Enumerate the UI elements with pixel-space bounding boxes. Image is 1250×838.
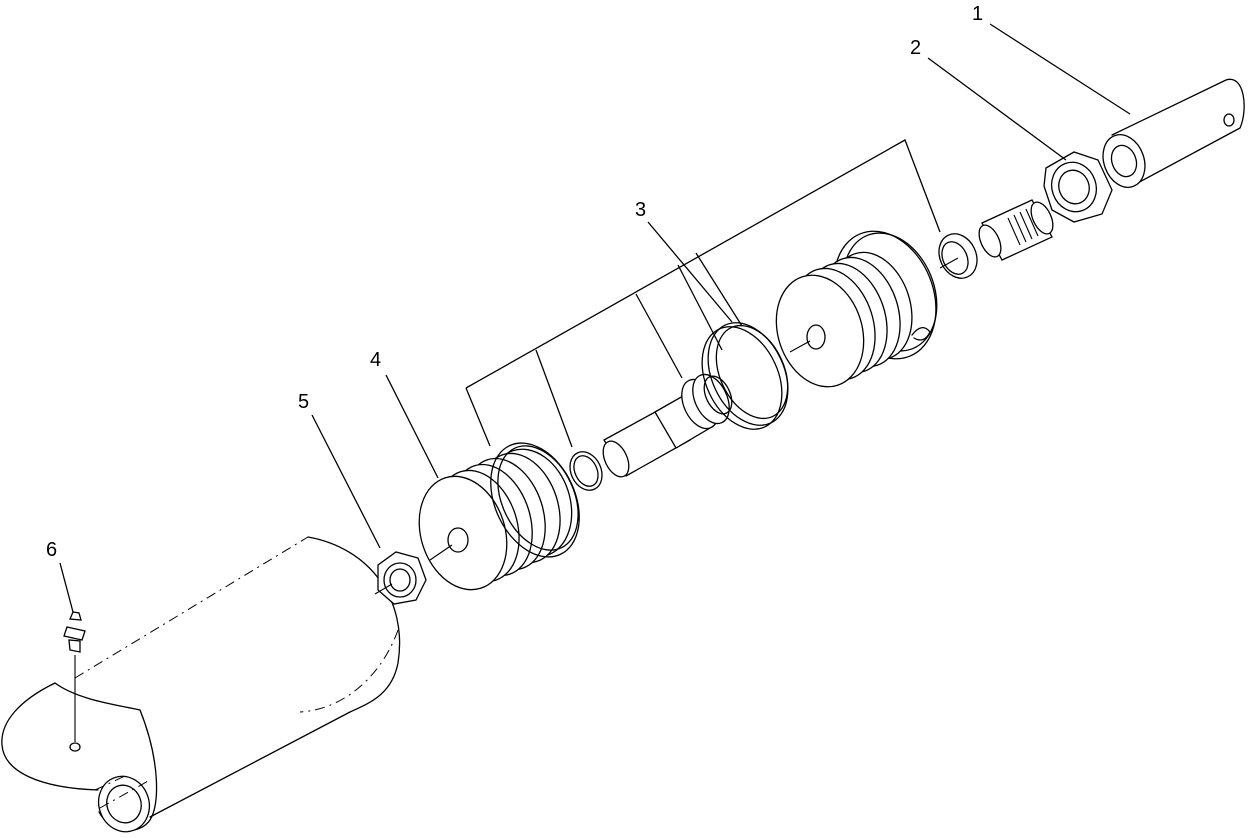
small-o-ring-left [569,451,603,491]
spring-plug [978,199,1054,261]
kit-bracket [465,139,941,448]
callout-6: 6 [46,539,57,561]
valve-spool [602,373,733,478]
piston-ring-mid [701,322,789,430]
piston-right [775,230,938,388]
hex-nut-right [1043,151,1113,223]
callout-labels: 1 2 3 4 5 6 [46,3,983,561]
callout-5: 5 [298,391,309,413]
small-ring-right [938,233,978,279]
hex-nut-left [374,551,427,605]
callout-4: 4 [370,349,381,371]
grease-fitting [63,611,86,742]
callout-2: 2 [910,37,921,59]
callout-1: 1 [972,3,983,25]
callout-3: 3 [635,199,646,221]
rod-end [1102,78,1245,188]
piston-left [418,442,580,591]
leader-lines [59,23,1131,613]
housing-body [1,536,401,833]
